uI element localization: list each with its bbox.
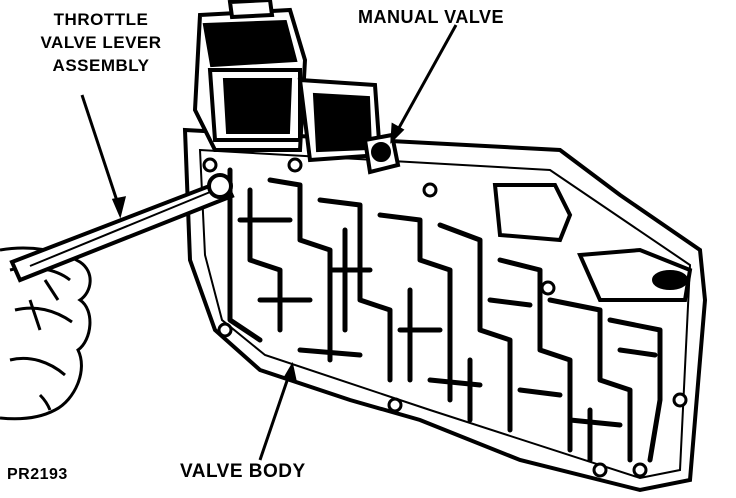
throttle-valve-lever-label: THROTTLE VALVE LEVER ASSEMBLY [26, 8, 176, 77]
right-bosses [492, 183, 693, 302]
manual-valve [362, 132, 401, 175]
throttle-label-line-2: VALVE LEVER [40, 33, 162, 52]
throttle-lever-rod [9, 173, 235, 283]
upper-valve-blocks [192, 0, 383, 163]
figure-id-label: PR2193 [7, 466, 68, 483]
manual-valve-label: MANUAL VALVE [358, 7, 505, 27]
valve-body-plate [182, 127, 708, 493]
throttle-label-line-3: ASSEMBLY [52, 56, 150, 75]
throttle-label-line-1: THROTTLE [53, 10, 149, 29]
hand-drawing [0, 246, 92, 421]
leader-lines [80, 24, 458, 461]
valve-body-label: VALVE BODY [180, 461, 306, 482]
bolt-holes [202, 157, 688, 478]
oil-passages [227, 167, 663, 463]
